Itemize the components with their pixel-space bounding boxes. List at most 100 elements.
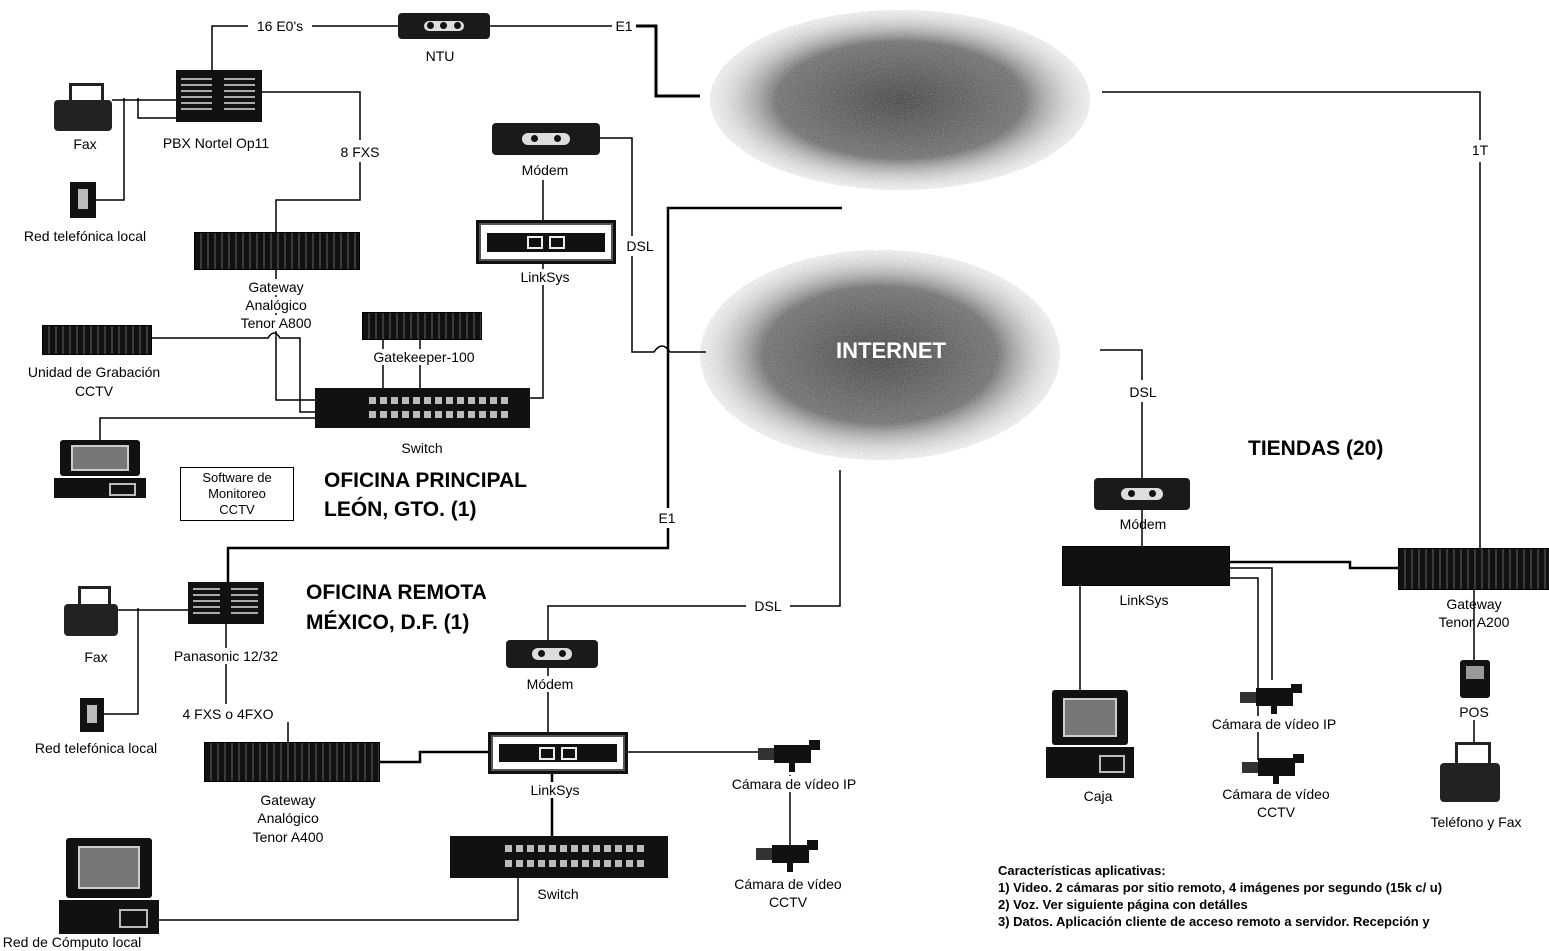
wire-switch-linksys: [530, 262, 544, 399]
main-linksys-label: LinkSys: [518, 269, 572, 285]
store-ip-camera-icon: [1240, 682, 1302, 714]
remote-switch-label: Switch: [535, 886, 581, 902]
remote-cctv-camera-label-1: Cámara de vídeo: [734, 876, 842, 892]
store-cctv-camera-label-1: Cámara de vídeo: [1220, 786, 1332, 802]
remote-pc-icon: [59, 838, 159, 934]
dsl-stores-link-label: DSL: [1127, 384, 1159, 400]
remote-modem-icon: [506, 640, 598, 668]
remote-linksys-icon: [488, 732, 628, 774]
dsl-main-link-label: DSL: [624, 238, 656, 254]
fxs-fxo-link-label: 4 FXS o 4FXO: [180, 706, 276, 722]
notes-item-1: 1) Video. 2 cámaras por sitio remoto, 4 …: [998, 880, 1443, 895]
cctv-recorder-label-1: Unidad de Grabación: [27, 364, 161, 380]
main-fax-icon: [54, 83, 112, 131]
store-phone-fax-icon: [1440, 742, 1500, 802]
remote-office-title-2: MÉXICO, D.F. (1): [306, 611, 470, 634]
remote-gateway-icon: [204, 742, 380, 782]
store-linksys-label: LinkSys: [1119, 592, 1169, 608]
notes-item-3: 3) Datos. Aplicación cliente de acceso r…: [998, 914, 1430, 929]
remote-fax-icon: [64, 586, 118, 636]
store-modem-label: Módem: [1119, 516, 1167, 532]
main-gateway-label-2: Analógico: [243, 297, 309, 313]
ntu-label: NTU: [425, 48, 455, 64]
remote-fax-label: Fax: [84, 649, 108, 665]
wire-rphone-pbx: [104, 608, 139, 715]
store-pos-label: POS: [1457, 704, 1491, 720]
wire-8fxs-gateway: [275, 162, 361, 232]
application-notes: Características aplicativas: 1) Video. 2…: [998, 862, 1538, 930]
main-gateway-label-3: Tenor A800: [238, 315, 314, 331]
wire-rmodem-cloud: [547, 470, 841, 642]
remote-cctv-camera-icon: [756, 838, 818, 872]
wire-slinksys-ipcam: [1228, 567, 1273, 680]
cctv-recorder-icon: [42, 325, 152, 355]
main-switch-icon: [315, 388, 530, 428]
main-local-phone-label: Red telefónica local: [23, 228, 147, 244]
store-cctv-camera-icon: [1242, 752, 1304, 784]
wire-pc-switch: [99, 417, 315, 440]
wire-cloud-1t: [1102, 91, 1481, 140]
main-modem-label: Módem: [519, 162, 571, 178]
remote-pbx-icon: [188, 582, 264, 624]
store-gateway-icon: [1398, 548, 1549, 590]
wire-phone-pbx: [96, 98, 176, 201]
stores-title: TIENDAS (20): [1248, 437, 1384, 460]
store-cctv-camera-label-2: CCTV: [1256, 804, 1296, 820]
monitoring-software-line-2: Monitoreo: [208, 486, 266, 501]
wire-cloud-dsl-stores: [1100, 349, 1143, 380]
cctv-recorder-label-2: CCTV: [74, 383, 114, 399]
main-modem-icon: [492, 123, 600, 155]
wire-e1-remote: [226, 206, 842, 586]
store-cash-label: Caja: [1083, 788, 1113, 804]
monitoring-software-box: Software de Monitoreo CCTV: [180, 467, 294, 521]
wire-dsl-cloud: [631, 256, 706, 353]
remote-gateway-label-1: Gateway: [260, 792, 316, 808]
remote-switch-icon: [450, 836, 668, 878]
store-ip-camera-label: Cámara de vídeo IP: [1209, 716, 1339, 732]
t1-link-label: 1T: [1469, 142, 1491, 158]
main-fax-label: Fax: [73, 136, 97, 152]
e0s-link-label: 16 E0's: [254, 18, 306, 34]
internet-label: INTERNET: [836, 338, 946, 363]
remote-office-title-1: OFICINA REMOTA: [306, 581, 487, 604]
wire-pbx-e0s: [211, 25, 248, 70]
fxs8-link-label: 8 FXS: [338, 144, 382, 160]
main-switch-label: Switch: [401, 440, 443, 456]
main-local-phone-icon: [70, 182, 96, 218]
wire-recorder-switch: [150, 332, 315, 413]
remote-modem-label: Módem: [524, 676, 576, 692]
internet-cloud: [700, 250, 1060, 460]
remote-gateway-label-3: Tenor A400: [252, 829, 324, 845]
notes-title: Características aplicativas:: [998, 863, 1166, 878]
main-pbx-icon: [176, 70, 262, 122]
remote-ip-camera-label: Cámara de vídeo IP: [729, 776, 859, 792]
remote-ip-camera-icon: [758, 738, 820, 772]
monitoring-software-line-3: CCTV: [219, 502, 255, 517]
monitoring-software-line-1: Software de: [202, 470, 272, 485]
top-cloud: [710, 10, 1090, 190]
gatekeeper-label: Gatekeeper-100: [371, 349, 477, 365]
store-gateway-label-1: Gateway: [1446, 596, 1502, 612]
remote-cctv-camera-label-2: CCTV: [768, 894, 808, 910]
wire-slinksys-gateway: [1228, 560, 1398, 570]
main-office-title-2: LEÓN, GTO. (1): [324, 498, 477, 521]
store-modem-icon: [1094, 478, 1190, 510]
remote-pbx-label: Panasonic 12/32: [171, 648, 281, 664]
store-cash-pc-icon: [1045, 690, 1135, 778]
dsl-remote-link-label: DSL: [752, 598, 784, 614]
wire-pbx-8fxs: [262, 91, 361, 140]
wire-slinksys-cctv: [1228, 577, 1259, 760]
main-pbx-label: PBX Nortel Op11: [162, 135, 270, 151]
remote-local-phone-label: Red telefónica local: [34, 740, 158, 756]
remote-gateway-label-2: Analógico: [257, 810, 319, 826]
wire-modem-dsl: [600, 137, 633, 236]
gatekeeper-icon: [362, 312, 482, 340]
main-office-title-1: OFICINA PRINCIPAL: [324, 469, 527, 492]
wire-e1-cloud: [636, 24, 700, 98]
main-linksys-icon: [476, 220, 616, 264]
wire-rgateway-linksys: [378, 750, 488, 764]
wire-rswitch-computer: [158, 878, 519, 921]
store-gateway-label-2: Tenor A200: [1438, 614, 1510, 630]
store-linksys-icon: [1062, 546, 1230, 586]
